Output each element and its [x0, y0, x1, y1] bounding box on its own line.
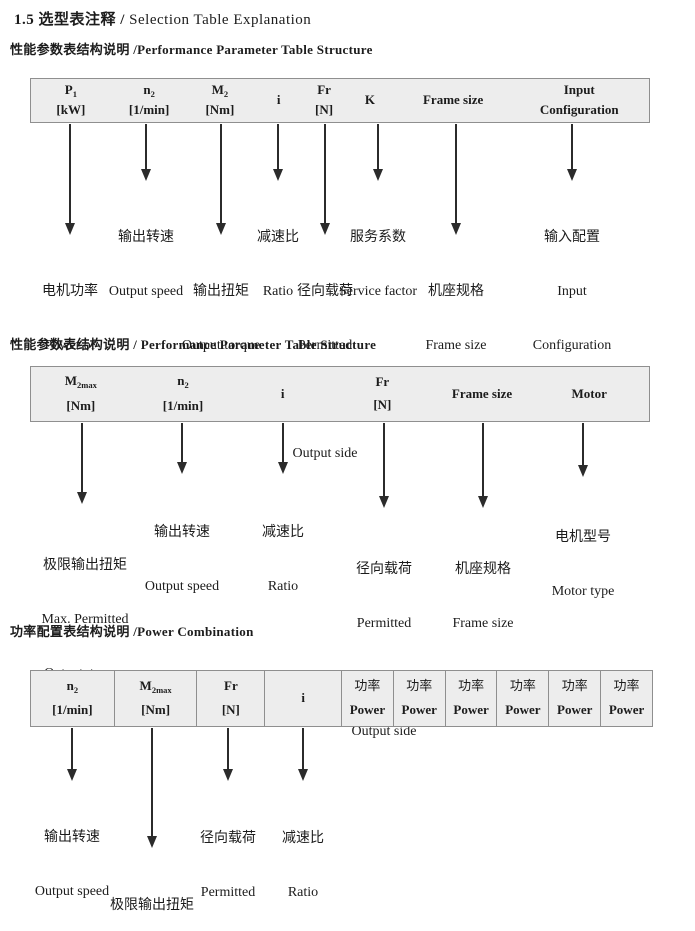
arrow-n2	[145, 124, 147, 174]
table3-col-i: i	[264, 671, 341, 726]
label-frame-size: 机座规格 Frame size	[452, 562, 514, 631]
table1-col-fr-unit: [N]	[315, 101, 334, 117]
section2-heading: 性能参数表结构说明 / Performance Parameter Table …	[10, 337, 377, 352]
label-ratio: 减速比 Ratio	[257, 230, 299, 299]
label-ratio: 减速比 Ratio	[282, 831, 324, 900]
table3-col-n2-unit: [1/min]	[52, 702, 93, 718]
table1-col-p1-symbol: P1	[64, 81, 77, 99]
arrow-frame-size	[482, 423, 484, 501]
arrow-p1	[69, 124, 71, 228]
table1-col-input-configuration: Input Configuration	[539, 82, 619, 117]
table3-col-power-2: 功率 Power	[392, 671, 445, 726]
table3-col-n2: n2 [1/min]	[31, 671, 114, 726]
arrow-fr	[383, 423, 385, 501]
table3-col-m2max: M2max [Nm]	[113, 671, 197, 726]
arrow-i	[277, 124, 279, 174]
table3-col-n2-symbol: n2	[66, 677, 79, 695]
table3-header-row: n2 [1/min] M2max [Nm] Fr [N] i 功率 Power …	[30, 670, 653, 727]
table1-col-p1: P1 [kW]	[31, 79, 111, 122]
table3-col-m2max-unit: [Nm]	[141, 702, 171, 718]
label-service-factor: 服务系数 Service factor	[338, 230, 418, 299]
table3-col-power-4: 功率 Power	[496, 671, 548, 726]
table1-col-i: i	[276, 92, 281, 108]
table3-col-fr: Fr [N]	[196, 671, 264, 726]
table1-col-p1-unit: [kW]	[56, 102, 86, 118]
table1-col-m2: M2 [Nm]	[187, 79, 252, 122]
label-output-speed: 输出转速 Output speed	[144, 525, 220, 594]
table2-col-m2max-symbol: M2max	[64, 373, 97, 391]
arrow-n2	[71, 728, 73, 774]
table3-col-fr-unit: [N]	[221, 701, 240, 717]
table3-col-power-6: 功率 Power	[600, 671, 652, 726]
table3-col-m2max-symbol: M2max	[139, 677, 172, 695]
section3-heading: 功率配置表结构说明 /Power Combination	[10, 624, 254, 639]
label-ratio: 减速比 Ratio	[262, 525, 304, 594]
section1-heading: 性能参数表结构说明 /Performance Parameter Table S…	[10, 42, 373, 57]
arrow-i	[302, 728, 304, 774]
table2-col-fr-unit: [N]	[373, 397, 392, 412]
label-overhung-load: 径向载荷 Permitted Overhung load Output side	[342, 562, 426, 739]
arrow-m2max	[81, 423, 83, 497]
table2-col-motor: Motor	[571, 385, 607, 401]
table1-col-n2-symbol: n2	[143, 81, 155, 99]
page-title-zh: 1.5 选型表注释 /	[14, 12, 125, 28]
table3-col-power-5: 功率 Power	[548, 671, 600, 726]
arrow-k	[377, 124, 379, 174]
table1-col-m2-symbol: M2	[211, 81, 229, 99]
table1-col-n2-unit: [1/min]	[128, 102, 170, 118]
page-title: 1.5 选型表注释 / Selection Table Explanation	[14, 8, 311, 29]
table1-col-k: K	[364, 92, 375, 108]
arrow-fr	[227, 728, 229, 774]
arrow-m2	[220, 124, 222, 228]
table3-col-power-1: 功率 Power	[341, 671, 393, 726]
table2-col-m2max: M2max [Nm]	[31, 367, 131, 421]
table2-col-n2-unit: [1/min]	[162, 397, 204, 413]
table2-col-fr: Fr [N]	[373, 374, 392, 412]
label-overhung-load: 径向载荷 Permitted Overhung load Output side	[200, 831, 256, 900]
table2-col-i: i	[280, 385, 285, 401]
table2-col-m2max-unit: [Nm]	[66, 397, 96, 413]
label-input-configuration: 输入配置 Input Configuration	[532, 230, 612, 353]
arrow-frame-size	[455, 124, 457, 228]
table2-col-n2-symbol: n2	[177, 373, 189, 391]
page-title-en: Selection Table Explanation	[129, 12, 312, 28]
table1-col-frame-size: Frame size	[422, 92, 484, 108]
arrow-motor	[582, 423, 584, 470]
table1-col-n2: n2 [1/min]	[111, 79, 188, 122]
label-max-output-torque: 极限输出扭矩 Max. Permitted Output torque	[109, 898, 194, 913]
table1-header-row: P1 [kW] n2 [1/min] M2 [Nm] i Fr [N] K Fr…	[30, 78, 650, 123]
table1-col-fr: Fr [N]	[315, 82, 334, 117]
label-motor-type: 电机型号 Motor type	[551, 530, 615, 599]
table2-col-frame-size: Frame size	[451, 385, 513, 401]
label-output-torque: 输出扭矩 Output torque	[181, 284, 261, 353]
arrow-input-configuration	[571, 124, 573, 174]
label-frame-size: 机座规格 Frame size	[425, 284, 487, 353]
arrow-m2max	[151, 728, 153, 841]
table1-col-m2-unit: [Nm]	[205, 102, 235, 118]
arrow-fr	[324, 124, 326, 228]
label-output-speed: 输出转速 Output speed	[108, 230, 184, 299]
table2-col-n2: n2 [1/min]	[131, 367, 236, 421]
table3-col-power-3: 功率 Power	[444, 671, 497, 726]
table2-header-row: M2max [Nm] n2 [1/min] i Fr [N] Frame siz…	[30, 366, 650, 422]
label-output-speed: 输出转速 Output speed	[34, 830, 110, 899]
arrow-i	[282, 423, 284, 467]
arrow-n2	[181, 423, 183, 467]
